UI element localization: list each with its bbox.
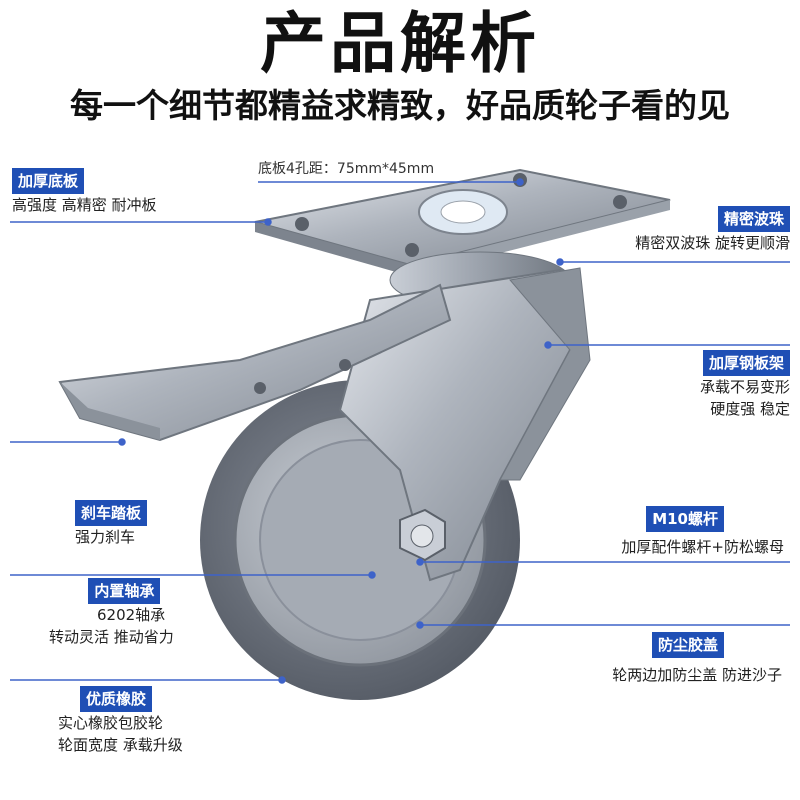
- mounting-hole-spacing-label: 底板4孔距：75mm*45mm: [258, 161, 435, 177]
- desc-inner-bearing-2: 转动灵活 推动省力: [49, 628, 174, 646]
- callout-base-plate: 加厚底板 高强度 高精密 耐冲板: [12, 168, 157, 216]
- callout-ball-bearing: 精密波珠 精密双波珠 旋转更顺滑: [635, 206, 790, 254]
- desc-rubber-1: 实心橡胶包胶轮: [58, 714, 164, 732]
- tag-dust-cover: 防尘胶盖: [651, 632, 724, 658]
- desc-steel-bracket-1: 承载不易变形: [699, 378, 790, 396]
- desc-rubber-2: 轮面宽度 承载升级: [58, 736, 183, 754]
- desc-steel-bracket-2: 硬度强 稳定: [710, 400, 790, 418]
- callout-brake-pedal: 刹车踏板 强力刹车: [75, 500, 148, 548]
- desc-ball-bearing: 精密双波珠 旋转更顺滑: [635, 234, 790, 252]
- desc-dust-cover: 轮两边加防尘盖 防进沙子: [612, 666, 782, 684]
- tag-brake-pedal: 刹车踏板: [75, 500, 148, 526]
- desc-base-plate: 高强度 高精密 耐冲板: [12, 196, 157, 214]
- desc-m10-bolt: 加厚配件螺杆+防松螺母: [621, 538, 784, 556]
- desc-inner-bearing-1: 6202轴承: [97, 606, 166, 624]
- caster-wheel-illustration: [58, 168, 671, 700]
- tag-rubber: 优质橡胶: [80, 686, 153, 712]
- page-title: 产品解析: [260, 5, 540, 82]
- desc-brake-pedal: 强力刹车: [75, 528, 136, 546]
- callout-rubber: 优质橡胶 实心橡胶包胶轮 轮面宽度 承载升级: [58, 686, 183, 756]
- page-subtitle: 每一个细节都精益求精致，好品质轮子看的见: [70, 86, 730, 125]
- tag-base-plate: 加厚底板: [12, 168, 85, 194]
- brake-pedal: [58, 283, 452, 442]
- callout-steel-bracket: 加厚钢板架 承载不易变形 硬度强 稳定: [700, 350, 790, 420]
- callout-inner-bearing: 内置轴承 6202轴承 转动灵活 推动省力: [49, 578, 174, 648]
- tag-inner-bearing: 内置轴承: [88, 578, 161, 604]
- callout-dust-cover: 防尘胶盖: [651, 632, 724, 658]
- tag-ball-bearing: 精密波珠: [717, 206, 790, 232]
- tag-steel-bracket: 加厚钢板架: [702, 350, 790, 376]
- tag-m10-bolt: M10螺杆: [646, 506, 724, 532]
- callout-m10-bolt: M10螺杆: [646, 506, 724, 532]
